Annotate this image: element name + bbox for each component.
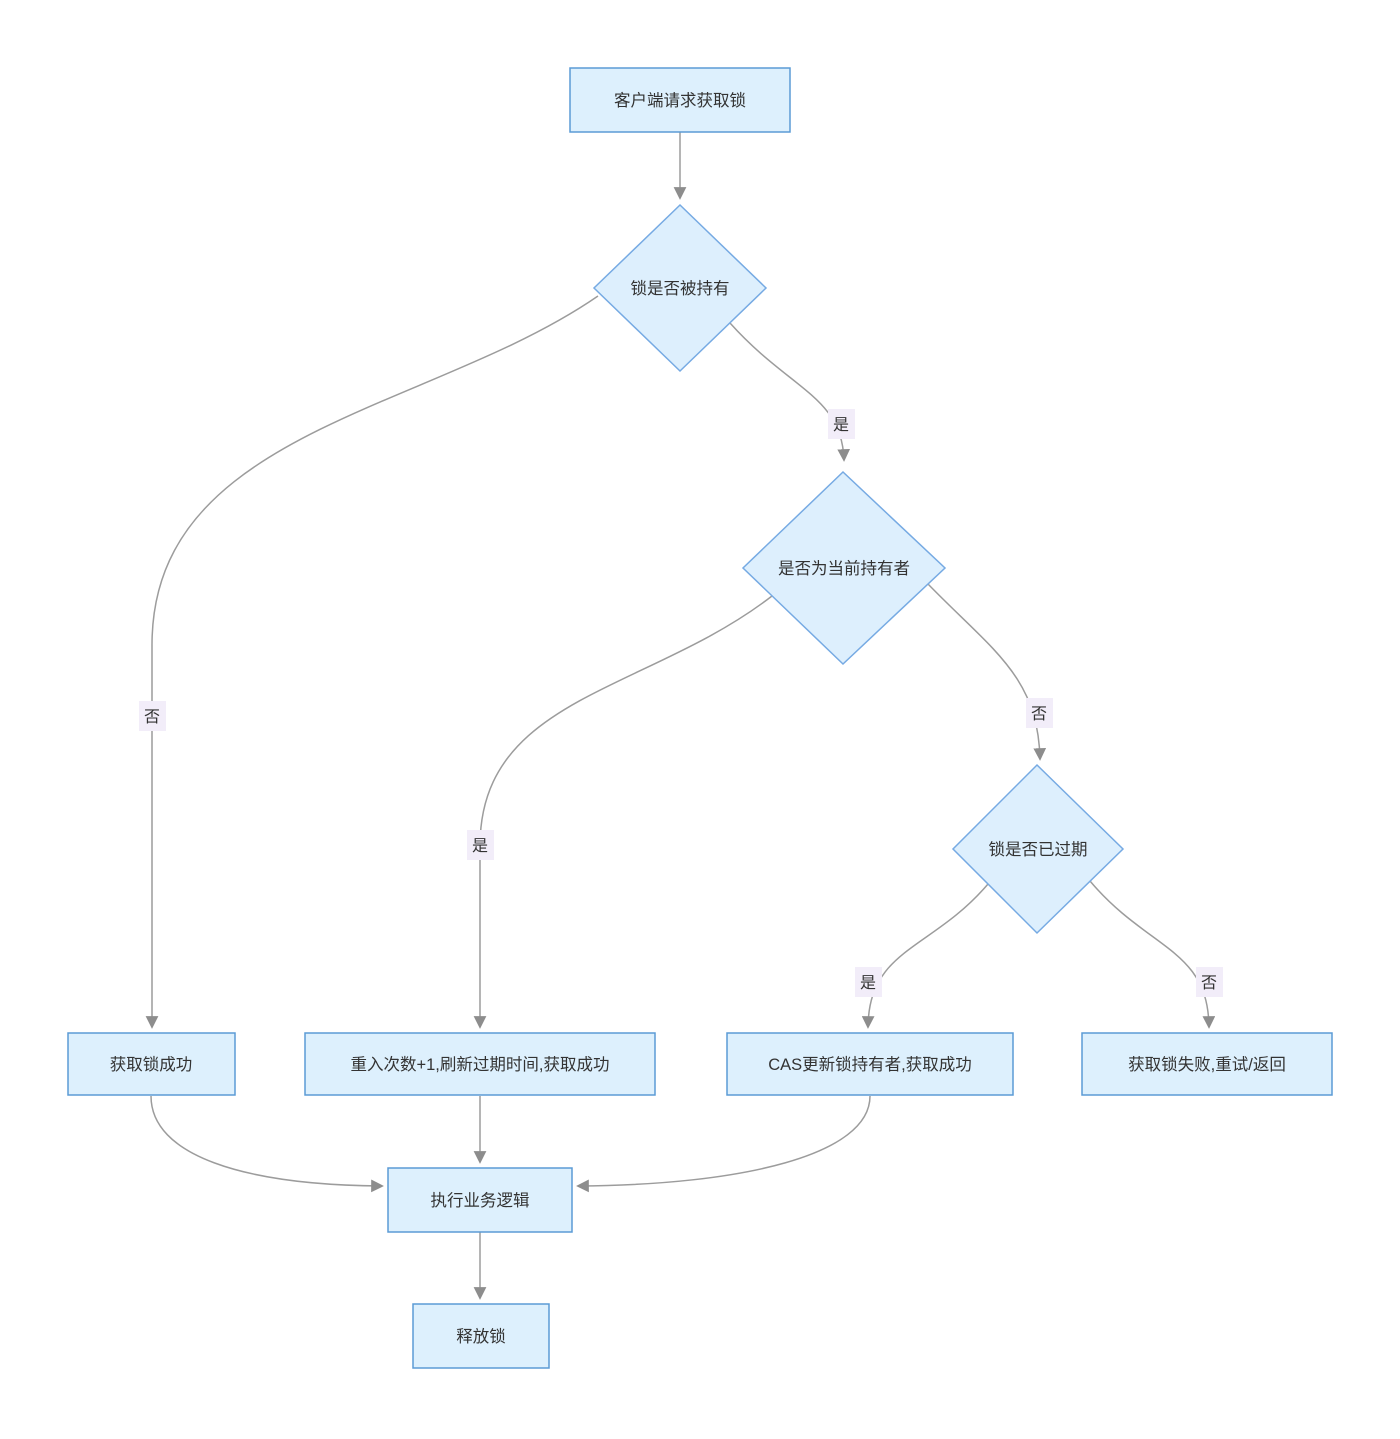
edge-label-text: 是 [833,417,849,434]
node-success-label: 获取锁成功 [110,1055,193,1074]
edge-label-expired-yes: 是 [855,967,882,997]
edge-label-bg [139,701,166,731]
node-request-shape [569,67,791,133]
node-fail-label: 获取锁失败,重试/返回 [1128,1055,1286,1074]
nodes: 客户端请求获取锁 锁是否被持有 是否为当前持有者 锁是否已过期 获取锁成功 重入… [67,67,1333,1369]
edge-label-held-yes: 是 [828,409,855,439]
node-cas: CAS更新锁持有者,获取成功 [726,1032,1014,1096]
edge-label-held-no: 否 [139,701,166,731]
edge-label-bg [467,830,494,860]
node-success: 获取锁成功 [67,1032,236,1096]
node-release-shape [412,1303,550,1369]
node-business: 执行业务逻辑 [387,1167,573,1233]
edges [145,132,1216,1300]
edge-labels: 是 否 是 否 是 否 [139,409,1223,997]
edge-expired-cas-yes [861,883,989,1029]
node-reentrant: 重入次数+1,刷新过期时间,获取成功 [304,1032,656,1096]
node-business-shape [387,1167,573,1233]
edge-label-expired-no: 否 [1196,967,1223,997]
node-release: 释放锁 [412,1303,550,1369]
edge-label-text: 否 [144,709,160,726]
edge-label-bg [1196,967,1223,997]
node-reentrant-shape [304,1032,656,1096]
node-fail-shape [1081,1032,1333,1096]
edge-label-bg [1026,698,1053,728]
node-business-label: 执行业务逻辑 [431,1191,530,1210]
edge-cas-business [576,1095,871,1193]
edge-held-owner-yes [729,322,851,462]
node-reentrant-label: 重入次数+1,刷新过期时间,获取成功 [351,1055,610,1074]
node-release-label: 释放锁 [456,1327,506,1346]
edge-owner-reentrant-yes [473,595,773,1029]
node-request: 客户端请求获取锁 [569,67,791,133]
node-held: 锁是否被持有 [592,203,768,373]
node-request-label: 客户端请求获取锁 [614,91,746,110]
node-owner-label: 是否为当前持有者 [778,559,910,578]
node-held-shape [592,203,768,373]
edge-owner-expired-no [927,583,1047,761]
node-owner-shape [741,470,947,666]
edge-label-owner-yes: 是 [467,830,494,860]
edge-success-business [150,1095,384,1193]
edge-expired-fail-no [1089,880,1216,1029]
edge-label-text: 是 [860,975,876,992]
node-fail: 获取锁失败,重试/返回 [1081,1032,1333,1096]
node-cas-label: CAS更新锁持有者,获取成功 [768,1055,972,1074]
node-expired-label: 锁是否已过期 [989,840,1088,859]
node-held-label: 锁是否被持有 [631,279,730,298]
node-expired-shape [951,763,1125,935]
edge-label-owner-no: 否 [1026,698,1053,728]
edge-held-success-no [145,295,599,1029]
node-expired: 锁是否已过期 [951,763,1125,935]
edge-label-text: 否 [1201,975,1217,992]
edge-label-bg [855,967,882,997]
edge-label-bg [828,409,855,439]
node-owner: 是否为当前持有者 [741,470,947,666]
edge-label-text: 否 [1031,706,1047,723]
node-cas-shape [726,1032,1014,1096]
node-success-shape [67,1032,236,1096]
edge-label-text: 是 [472,838,488,855]
